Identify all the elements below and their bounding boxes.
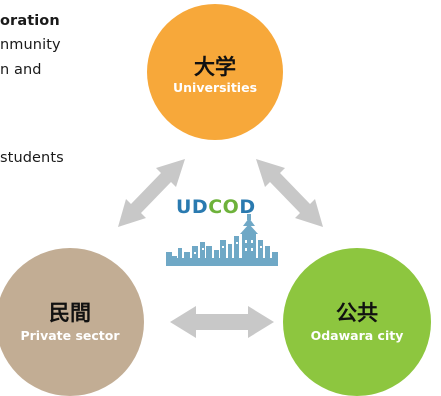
intro-text-line-4: students	[0, 150, 64, 166]
intro-text-line-3: n and	[0, 62, 42, 78]
universities-label-jp: 大学	[194, 54, 236, 79]
universities-label-en: Universities	[172, 79, 258, 95]
arrow-university-private	[118, 159, 185, 227]
arrow-university-public	[256, 159, 323, 227]
intro-text-line-1: oration	[0, 13, 60, 29]
udcod-logo-text: UDCOD	[176, 196, 256, 218]
arrow-private-public	[170, 306, 274, 338]
private-sector-label-en: Private sector	[20, 327, 120, 343]
public-label-en: Odawara city	[310, 327, 404, 343]
logo-subtitle: Urban Design Center ODawara	[165, 276, 250, 282]
udcod-logo-skyline	[166, 214, 278, 266]
private-sector-node: 民間 Private sector	[0, 248, 144, 396]
public-label-jp: 公共	[336, 300, 378, 325]
universities-node: 大学 Universities	[147, 4, 283, 140]
logo-text-co: CO	[208, 196, 240, 218]
intro-text-line-2: nmunity	[0, 37, 61, 53]
public-node: 公共 Odawara city	[283, 248, 431, 396]
logo-text-ud: UD	[176, 196, 209, 218]
private-sector-label-jp: 民間	[49, 300, 91, 325]
logo-text-d: D	[239, 196, 256, 218]
